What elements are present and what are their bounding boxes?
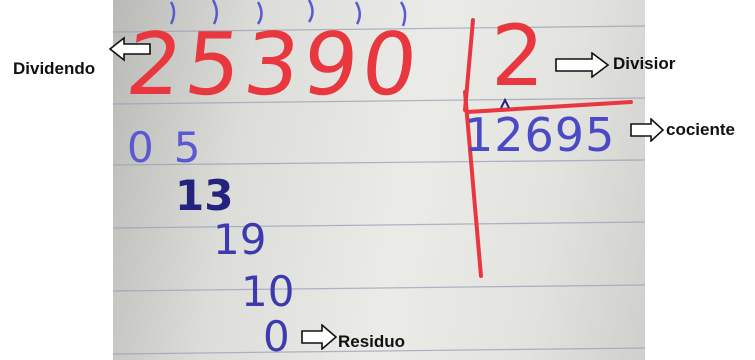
label-divisor: Divisior xyxy=(613,54,676,73)
label-quotient: cociente xyxy=(666,120,735,139)
label-residue: Residuo xyxy=(338,332,406,351)
step-remainder-4: 10 xyxy=(241,267,295,316)
arrow-right-icon xyxy=(555,52,610,78)
quotient-number: 12695 xyxy=(464,108,616,162)
arrow-right-icon xyxy=(301,324,338,350)
borrow-marks xyxy=(169,0,407,27)
divisor-number: 2 xyxy=(491,7,545,105)
division-bracket xyxy=(463,18,633,278)
arrow-right-icon xyxy=(630,118,665,142)
dividend-number: 25390 xyxy=(121,15,426,115)
step-remainder-3: 19 xyxy=(213,215,267,264)
label-dividend: Dividendo xyxy=(13,59,96,78)
paper-lines xyxy=(113,0,645,355)
arrow-left-icon xyxy=(108,36,151,62)
final-remainder: 0 xyxy=(263,312,290,360)
step-remainder-2: 13 xyxy=(175,171,234,220)
ruled-lines xyxy=(113,25,645,355)
caret-mark xyxy=(500,97,510,109)
step-remainder-1: 05 xyxy=(127,123,221,172)
